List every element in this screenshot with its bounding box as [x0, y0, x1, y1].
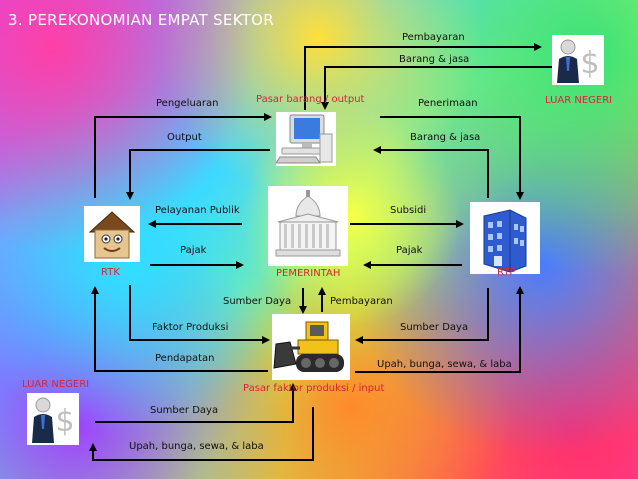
arrow-upah-bottom — [89, 407, 314, 461]
arrow-barang-jasa — [373, 146, 489, 198]
label-barang-jasa-mid: Barang & jasa — [410, 132, 481, 143]
label-pajak-right: Pajak — [396, 245, 423, 256]
arrow-output — [126, 149, 270, 200]
luar-negeri-right-box: $ — [552, 35, 604, 85]
businessman-dollar-icon: $ — [32, 397, 75, 443]
label-pelayanan-publik: Pelayanan Publik — [155, 205, 240, 216]
bulldozer-icon — [273, 321, 344, 372]
pasar-barang-box — [275, 112, 336, 166]
arrow-upah-right — [355, 286, 524, 373]
arrow-pendapatan — [91, 286, 268, 372]
label-barang-jasa-top: Barang & jasa — [399, 54, 470, 65]
label-luar-negeri-left: LUAR NEGERI — [22, 379, 90, 390]
label-sumber-daya-bottom: Sumber Daya — [150, 405, 219, 416]
arrow-sumber-daya-bottom — [95, 383, 297, 423]
label-luar-negeri-right: LUAR NEGERI — [545, 95, 613, 106]
computer-icon — [275, 114, 333, 164]
luar-negeri-left-box: $ — [27, 393, 79, 445]
rtk-box — [84, 206, 140, 262]
label-pemerintah: PEMERINTAH — [276, 268, 341, 279]
businessman-dollar-icon: $ — [557, 39, 600, 83]
svg-text:$: $ — [580, 46, 599, 81]
label-pengeluaran: Pengeluaran — [156, 98, 219, 109]
svg-text:$: $ — [55, 404, 74, 439]
label-pembayaran-top: Pembayaran — [402, 32, 465, 43]
rtp-box — [470, 202, 540, 274]
label-pendapatan: Pendapatan — [155, 353, 215, 364]
label-penerimaan: Penerimaan — [418, 98, 478, 109]
label-pasar-barang: Pasar barang / output — [256, 94, 365, 105]
arrow-pembayaran-luar-negeri — [304, 43, 542, 110]
label-output: Output — [167, 132, 202, 143]
arrow-sumber-daya-right — [355, 288, 489, 344]
pemerintah-box — [268, 186, 348, 266]
label-faktor-produksi: Faktor Produksi — [152, 322, 229, 333]
arrow-penerimaan — [380, 116, 524, 200]
arrow-pengeluaran — [94, 113, 272, 198]
government-building-icon — [275, 190, 341, 257]
office-building-icon — [483, 209, 527, 273]
arrow-faktor-produksi — [129, 285, 270, 344]
arrow-barang-jasa-luar-negeri — [321, 66, 560, 110]
label-sumber-daya-mid: Sumber Daya — [223, 296, 292, 307]
label-pajak-left: Pajak — [180, 245, 207, 256]
label-subsidi: Subsidi — [390, 205, 427, 216]
page-title: 3. PEREKONOMIAN EMPAT SEKTOR — [8, 11, 274, 29]
label-rtk: RTK — [101, 267, 120, 278]
house-icon — [88, 211, 136, 259]
pasar-faktor-box — [272, 314, 350, 380]
label-upah-bottom: Upah, bunga, sewa, & laba — [129, 441, 264, 452]
label-upah-right: Upah, bunga, sewa, & laba — [377, 359, 512, 370]
label-sumber-daya-right: Sumber Daya — [400, 322, 469, 333]
label-pasar-faktor: Pasar faktor produksi / input — [243, 383, 385, 394]
label-rtp: RTP — [497, 267, 516, 278]
label-pembayaran-mid: Pembayaran — [330, 296, 393, 307]
